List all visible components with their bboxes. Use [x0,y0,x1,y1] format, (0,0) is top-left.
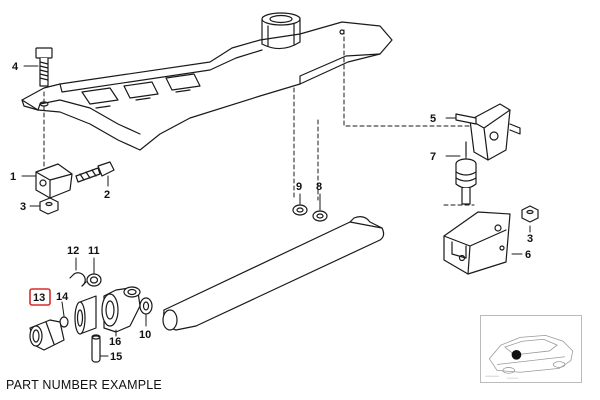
washer-11 [86,273,102,287]
callout-7: 7 [430,151,436,163]
callout-13: 13 [33,292,45,304]
callout-labels: 4 1 2 3 5 7 9 8 3 6 12 11 14 16 10 15 13 [10,61,533,363]
callout-9: 9 [296,181,302,193]
heat-shield-plate [21,12,393,151]
washer-8 [312,210,328,222]
callout-3-left: 3 [20,201,26,213]
callout-3-right: 3 [527,233,533,245]
callout-1: 1 [10,171,16,183]
callout-14: 14 [56,291,69,303]
car-outline-icon [485,335,574,379]
callout-12: 12 [67,245,79,257]
joint-housing-16 [101,286,141,333]
callout-16: 16 [109,336,121,348]
pin-15 [91,334,101,363]
callout-6: 6 [525,249,531,261]
highlight-box-13 [29,288,51,306]
callout-11: 11 [88,245,100,257]
bracket-5 [455,103,521,161]
callout-2: 2 [104,189,110,201]
nut-3-right [521,205,539,223]
callout-10: 10 [139,329,151,341]
vehicle-locator-thumbnail [480,315,582,383]
washer-10 [139,297,153,315]
bolt-4 [35,47,53,87]
sleeve-13 [29,319,65,351]
location-marker-icon [511,349,522,360]
callout-8: 8 [316,181,322,193]
rubber-mount-7 [455,141,477,205]
part-number-caption: PART NUMBER EXAMPLE [6,378,162,392]
bolt-2 [75,161,115,183]
clamp-block-1 [35,163,73,199]
callout-4: 4 [12,61,19,73]
washer-9 [292,204,308,216]
circlip-12 [69,272,87,287]
nut-3-left [39,197,59,215]
bushing [74,295,97,335]
callout-leader-lines [21,65,531,357]
bracket-6 [443,211,511,275]
callout-15: 15 [110,351,122,363]
callout-5: 5 [430,113,436,125]
shift-rod [162,216,385,331]
